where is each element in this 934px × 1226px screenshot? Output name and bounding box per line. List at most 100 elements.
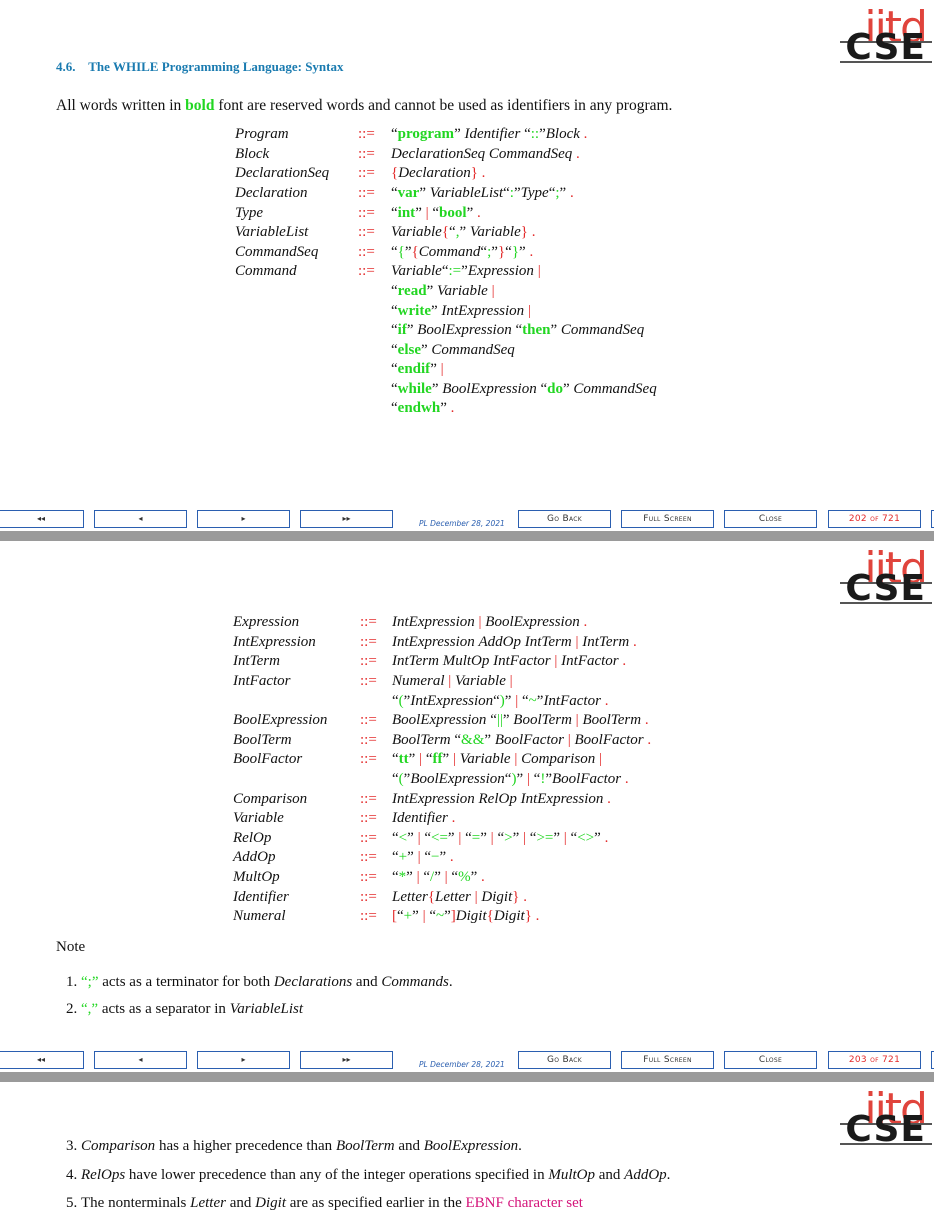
logo-rule — [840, 41, 932, 43]
last-page-button[interactable]: ▸▸ — [300, 1051, 393, 1069]
iitd-cse-logo: iitd CSE — [840, 1088, 932, 1150]
rule-rhs: “var” VariableList“:”Type“;” . — [391, 185, 574, 201]
footer-date: PL December 28, 2021 — [419, 1060, 505, 1069]
rule-rhs: “endif” | — [391, 361, 444, 377]
rule-lhs: Program — [235, 126, 289, 142]
logo-rule — [840, 582, 932, 584]
rule-lhs: Block — [235, 146, 270, 162]
rule-lhs: Type — [235, 205, 264, 221]
intro-text: All words written in — [56, 97, 186, 114]
rule-rhs: {Declaration} . — [391, 165, 486, 181]
rule-rhs: “write” IntExpression | — [391, 303, 531, 319]
rule-def-symbol: ::= — [358, 126, 375, 142]
close-button[interactable]: Close — [724, 510, 817, 528]
note-item-4: 4. RelOps have lower precedence than any… — [66, 1167, 671, 1183]
section-title: 4.6. The WHILE Programming Language: Syn… — [56, 59, 343, 75]
logo-rule — [840, 1143, 932, 1145]
logo-rule — [840, 1123, 932, 1125]
full-screen-button[interactable]: Full Screen — [621, 510, 714, 528]
rule-rhs: “read” Variable | — [391, 283, 495, 299]
logo-cse-text: CSE — [845, 568, 926, 609]
go-back-button[interactable]: Go Back — [518, 1051, 611, 1069]
rule-rhs: [“+” | “~”]Digit{Digit} . — [392, 908, 540, 924]
rule-def-symbol: ::= — [360, 810, 377, 826]
rule-def-symbol: ::= — [360, 614, 377, 630]
footer-date: PL December 28, 2021 — [419, 519, 505, 528]
rule-lhs: Numeral — [233, 908, 286, 924]
first-page-button[interactable]: ◂◂ — [0, 1051, 84, 1069]
rule-rhs: Variable{“,” Variable} . — [391, 224, 536, 240]
rule-def-symbol: ::= — [360, 889, 377, 905]
nav-edge-button[interactable] — [931, 510, 934, 528]
rule-def-symbol: ::= — [360, 634, 377, 650]
rule-def-symbol: ::= — [358, 205, 375, 221]
rule-def-symbol: ::= — [360, 830, 377, 846]
rule-def-symbol: ::= — [360, 869, 377, 885]
rule-rhs: “endwh” . — [391, 400, 455, 416]
iitd-cse-logo: iitd CSE — [840, 547, 932, 609]
rule-rhs: “while” BoolExpression “do” CommandSeq — [391, 381, 657, 397]
rule-lhs: CommandSeq — [235, 244, 319, 260]
note-item-5: 5. The nonterminals Letter and Digit are… — [66, 1195, 583, 1211]
rule-rhs: “program” Identifier “::”Block . — [391, 126, 588, 142]
page-number-button[interactable]: 202 of 721 — [828, 510, 921, 528]
logo-rule — [840, 602, 932, 604]
rule-rhs: “tt” | “ff” | Variable | Comparison | — [392, 751, 603, 767]
rule-rhs: IntExpression | BoolExpression . — [392, 614, 588, 630]
rule-rhs: BoolTerm “&&” BoolFactor | BoolFactor . — [392, 732, 652, 748]
rule-def-symbol: ::= — [360, 732, 377, 748]
section-title-text: The WHILE Programming Language: Syntax — [88, 59, 344, 74]
note-item-1: 1. “;” acts as a terminator for both Dec… — [66, 974, 453, 990]
go-back-button[interactable]: Go Back — [518, 510, 611, 528]
rule-lhs: IntFactor — [233, 673, 291, 689]
rule-lhs: RelOp — [233, 830, 272, 846]
rule-rhs: Numeral | Variable | — [392, 673, 513, 689]
rule-rhs: BoolExpression “||” BoolTerm | BoolTerm … — [392, 712, 649, 728]
rule-lhs: DeclarationSeq — [235, 165, 330, 181]
logo-rule — [840, 61, 932, 63]
next-page-button[interactable]: ▸ — [197, 510, 290, 528]
rule-lhs: Expression — [233, 614, 300, 630]
rule-lhs: MultOp — [233, 869, 280, 885]
intro-text: font are reserved words and cannot be us… — [214, 97, 673, 114]
prev-page-button[interactable]: ◂ — [94, 510, 187, 528]
rule-rhs: “<” | “<=” | “=” | “>” | “>=” | “<>” . — [392, 830, 609, 846]
rule-def-symbol: ::= — [358, 165, 375, 181]
page-separator — [0, 531, 934, 541]
nav-edge-button[interactable] — [931, 1051, 934, 1069]
rule-rhs: IntTerm MultOp IntFactor | IntFactor . — [392, 653, 627, 669]
rule-lhs: AddOp — [233, 849, 276, 865]
rule-rhs: “*” | “/” | “%” . — [392, 869, 485, 885]
full-screen-button[interactable]: Full Screen — [621, 1051, 714, 1069]
rule-rhs: “(”BoolExpression“)” | “!”BoolFactor . — [392, 771, 629, 787]
rule-def-symbol: ::= — [358, 185, 375, 201]
first-page-button[interactable]: ◂◂ — [0, 510, 84, 528]
iitd-cse-logo: iitd CSE — [840, 6, 932, 68]
rule-def-symbol: ::= — [360, 751, 377, 767]
logo-cse-text: CSE — [845, 1109, 926, 1150]
note-item-3: 3. Comparison has a higher precedence th… — [66, 1138, 522, 1154]
prev-page-button[interactable]: ◂ — [94, 1051, 187, 1069]
rule-lhs: Command — [235, 263, 297, 279]
rule-lhs: Declaration — [235, 185, 308, 201]
rule-rhs: Identifier . — [392, 810, 456, 826]
next-page-button[interactable]: ▸ — [197, 1051, 290, 1069]
last-page-button[interactable]: ▸▸ — [300, 510, 393, 528]
rule-def-symbol: ::= — [358, 224, 375, 240]
intro-sentence: All words written in bold font are reser… — [56, 97, 672, 115]
rule-rhs: “{”{Command“;”}“}” . — [391, 244, 534, 260]
navigation-bar: ◂◂ ◂ ▸ ▸▸ PL December 28, 2021 Go Back F… — [0, 510, 934, 532]
rule-lhs: BoolExpression — [233, 712, 328, 728]
section-number: 4.6. — [56, 59, 76, 74]
rule-lhs: Comparison — [233, 791, 308, 807]
page-number-button[interactable]: 203 of 721 — [828, 1051, 921, 1069]
rule-rhs: “if” BoolExpression “then” CommandSeq — [391, 322, 645, 338]
note-heading: Note — [56, 939, 86, 955]
rule-lhs: BoolTerm — [233, 732, 292, 748]
rule-lhs: IntTerm — [233, 653, 280, 669]
rule-rhs: “else” CommandSeq — [391, 342, 515, 358]
note-item-2: 2. “,” acts as a separator in VariableLi… — [66, 1001, 304, 1017]
rule-lhs: IntExpression — [233, 634, 316, 650]
close-button[interactable]: Close — [724, 1051, 817, 1069]
ebnf-character-set-link[interactable]: EBNF character set — [465, 1195, 583, 1211]
